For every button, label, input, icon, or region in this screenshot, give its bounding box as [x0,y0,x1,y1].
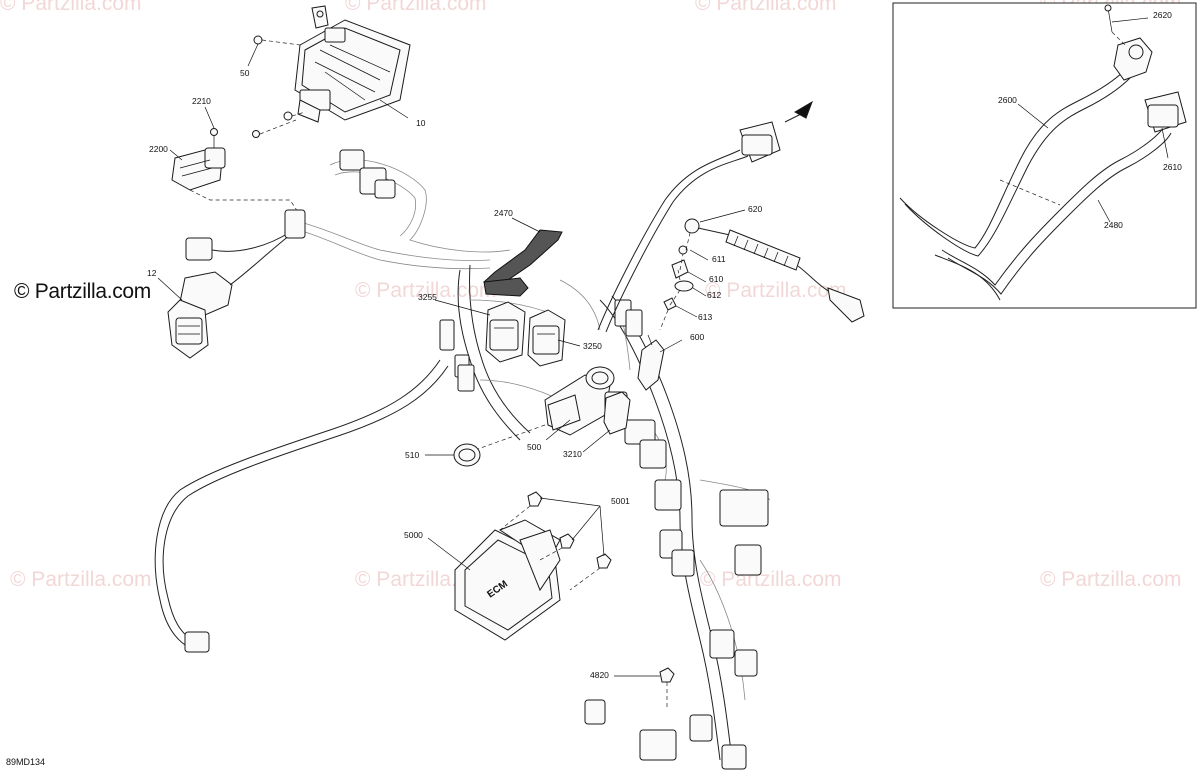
callout-2200: 2200 [149,144,168,154]
callout-labels: 50 10 2210 2200 12 2470 3255 3250 500 51… [147,10,1182,680]
connector-3210 [603,391,631,435]
callout-3210: 3210 [563,449,582,459]
screw-50 [252,35,306,138]
switch-3255 [485,301,526,363]
main-wiring-harness [154,149,771,770]
callout-3255: 3255 [418,292,437,302]
watermark: © Partzilla.com [695,0,837,15]
fuse-box-10 [294,5,411,123]
detail-inset [892,2,1197,309]
connector-2200 [171,128,301,216]
watermark: © Partzilla.com [700,568,842,591]
ecm-5000: ECM [454,519,561,641]
tether-cable-620 [597,100,865,333]
callout-5000: 5000 [404,530,423,540]
callout-612: 612 [707,290,721,300]
callout-613: 613 [698,312,712,322]
callout-4820: 4820 [590,670,609,680]
callout-50: 50 [240,68,250,78]
watermark: © Partzilla.com [0,0,142,15]
nut-510 [453,443,481,467]
callout-2470: 2470 [494,208,513,218]
callout-610: 610 [709,274,723,284]
callout-10: 10 [416,118,426,128]
callout-611: 611 [712,254,726,264]
callout-510: 510 [405,450,419,460]
callout-620: 620 [748,204,762,214]
callout-2480: 2480 [1104,220,1123,230]
callout-2210: 2210 [192,96,211,106]
connector-12 [167,209,306,359]
handle-2470 [483,229,563,297]
sensor-600 [637,334,665,391]
callout-2620: 2620 [1153,10,1172,20]
nut-5001 [499,491,612,591]
nut-4820 [659,667,675,710]
switch-3250 [527,309,566,367]
hardware-610-613 [659,232,694,331]
callout-500: 500 [527,442,541,452]
callout-5001: 5001 [611,496,630,506]
leader-lines [157,17,1169,677]
callout-12: 12 [147,268,157,278]
watermark: © Partzilla.com [1040,568,1182,591]
callout-2600: 2600 [998,95,1017,105]
diagram-code: 89MD134 [6,757,46,767]
watermark: © Partzilla.com [355,279,497,302]
ignition-switch-500 [474,366,628,451]
callout-600: 600 [690,332,704,342]
watermark: © Partzilla.com [10,568,152,591]
watermark: © Partzilla.com [345,0,487,15]
callout-2610: 2610 [1163,162,1182,172]
callout-3250: 3250 [583,341,602,351]
watermark: © Partzilla.com [705,279,847,302]
brand-logo-text: © Partzilla.com [14,280,152,303]
